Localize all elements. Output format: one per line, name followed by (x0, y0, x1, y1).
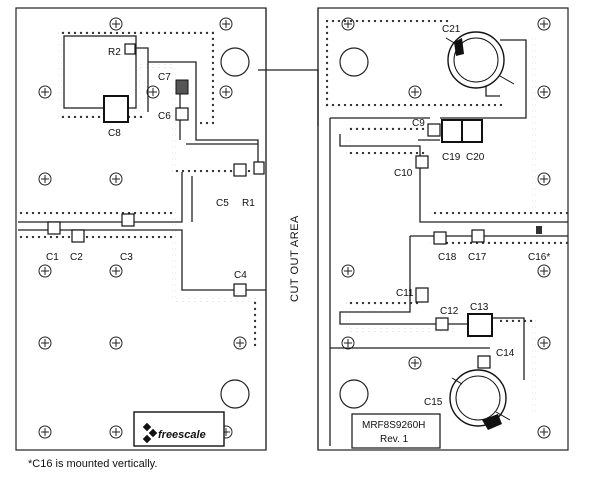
footnote: *C16 is mounted vertically. (28, 458, 158, 470)
label-c7: C7 (158, 72, 171, 83)
revision: Rev. 1 (380, 434, 409, 445)
part-number-box: MRF8S9260H Rev. 1 (351, 413, 441, 449)
label-c21: C21 (442, 24, 461, 35)
c4-component (233, 283, 247, 297)
large-hole (339, 379, 369, 409)
label-c19: C19 (442, 152, 461, 163)
label-c4: C4 (234, 270, 247, 281)
label-r2: R2 (108, 47, 121, 58)
freescale-logo-mark (142, 422, 158, 444)
c9-component (427, 123, 441, 137)
c10-component (415, 155, 429, 169)
label-c9: C9 (412, 118, 425, 129)
c14-component (477, 355, 491, 369)
center-top-trace (258, 69, 319, 126)
label-c8: C8 (108, 128, 121, 139)
large-hole (220, 379, 250, 409)
c18-component (433, 231, 447, 245)
label-c10: C10 (394, 168, 413, 179)
label-r1: R1 (242, 198, 255, 209)
c8-component (103, 95, 129, 123)
c17-component (471, 229, 485, 243)
c2-component (71, 229, 85, 243)
label-c3: C3 (120, 252, 133, 263)
c7-component (175, 79, 189, 95)
label-c14: C14 (496, 348, 515, 359)
label-c13: C13 (470, 302, 489, 313)
via-fence-left (18, 30, 260, 348)
freescale-logo-text: freescale (158, 429, 206, 441)
label-c17: C17 (468, 252, 487, 263)
c16-component (536, 226, 542, 234)
label-c15: C15 (424, 397, 443, 408)
c21-lead (499, 75, 515, 85)
label-c6: C6 (158, 111, 171, 122)
large-hole (339, 47, 369, 77)
freescale-logo: freescale (133, 411, 225, 447)
c15-polarity-band (482, 414, 502, 430)
label-c11: C11 (396, 288, 414, 299)
cut-out-area-label: CUT OUT AREA (289, 215, 301, 302)
c6-component (175, 107, 189, 121)
c13-component (467, 313, 493, 337)
c11-component (415, 287, 429, 303)
label-c20: C20 (466, 152, 485, 163)
c1-component (47, 221, 61, 235)
c21-lead (445, 37, 457, 45)
via-fence-right (322, 20, 570, 414)
label-c5: C5 (216, 198, 229, 209)
c15-lead (451, 377, 463, 385)
part-number: MRF8S9260H (362, 420, 425, 431)
c15-capacitor-inner (455, 375, 501, 421)
label-c1: C1 (46, 252, 59, 263)
label-c16: C16* (528, 252, 550, 263)
label-c12: C12 (440, 306, 459, 317)
label-c18: C18 (438, 252, 457, 263)
r1-component (253, 161, 265, 175)
r2-component (124, 43, 136, 55)
c3-component (121, 213, 135, 227)
large-hole (220, 47, 250, 77)
c5-component (233, 163, 247, 177)
label-c2: C2 (70, 252, 83, 263)
c15-lead (495, 411, 511, 421)
c21-capacitor-inner (453, 37, 499, 83)
c12-component (435, 317, 449, 331)
c21-polarity-band (454, 38, 464, 56)
